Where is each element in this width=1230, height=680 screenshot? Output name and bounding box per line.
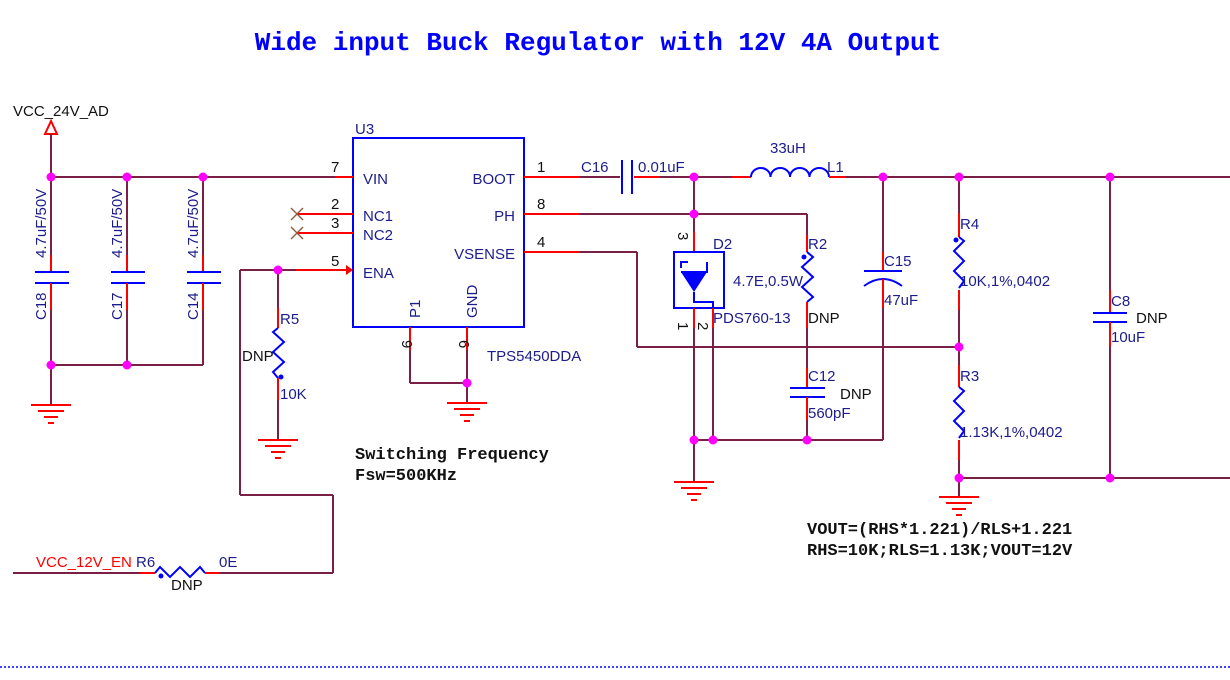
resistor-r2: R2 4.7E,0.5W DNP [733,214,840,368]
capacitor-c17: 4.7uF/50V C17 [109,177,145,365]
svg-text:DNP: DNP [1136,310,1168,327]
resistor-r4: R4 10K,1%,0402 [952,177,1050,347]
junction-dots [46,172,1115,483]
svg-text:5: 5 [331,253,339,270]
svg-text:10uF: 10uF [1111,329,1145,346]
svg-text:C14: C14 [185,292,202,320]
input-arrow-icon [346,265,353,275]
net-label-vcc-24v: VCC_24V_AD [13,103,109,120]
note-switching-frequency: Switching Frequency [355,446,549,465]
svg-text:C15: C15 [884,253,912,270]
svg-text:3: 3 [674,232,691,240]
capacitor-c18: 4.7uF/50V C18 [33,177,69,405]
svg-text:TPS5450DDA: TPS5450DDA [487,348,581,365]
svg-text:10K: 10K [280,386,307,403]
svg-text:ENA: ENA [363,265,394,282]
svg-text:2: 2 [331,196,339,213]
power-arrow-icon [43,118,59,135]
svg-text:C18: C18 [33,292,50,320]
svg-text:1: 1 [674,322,691,330]
output-stage: C16 0.01uF 33uH L1 D2 PDS760-13 3 1 2 [580,140,1230,516]
svg-text:L1: L1 [827,159,844,176]
svg-text:4: 4 [537,234,545,251]
svg-text:C8: C8 [1111,293,1130,310]
svg-text:DNP: DNP [808,310,840,327]
svg-text:0.01uF: 0.01uF [638,159,685,176]
no-connect-icon [290,207,304,240]
svg-text:7: 7 [331,159,339,176]
svg-text:P1: P1 [407,300,424,318]
net-label-vcc-12v-en: VCC_12V_EN [36,554,132,571]
capacitor-c15: C15 47uF [863,177,918,440]
resistor-r6: VCC_12V_EN R6 DNP 0E [13,554,333,594]
svg-text:560pF: 560pF [808,405,851,422]
svg-text:1.13K,1%,0402: 1.13K,1%,0402 [960,424,1063,441]
svg-text:C16: C16 [581,159,609,176]
svg-text:1: 1 [537,159,545,176]
input-capacitors: 4.7uF/50V C18 4.7uF/50V C17 4.7uF/50V C1… [30,177,221,424]
ground-icon [673,481,715,501]
svg-text:PH: PH [494,208,515,225]
ic-u3: U3 TPS5450DDA 7 VIN 2 NC1 3 NC2 5 ENA 1 … [290,121,581,422]
svg-text:PDS760-13: PDS760-13 [713,310,791,327]
svg-text:R6: R6 [136,554,155,571]
svg-text:BOOT: BOOT [472,171,515,188]
ground-icon [257,439,299,459]
svg-text:0E: 0E [219,554,237,571]
capacitor-c16: C16 0.01uF [580,159,732,194]
svg-text:C12: C12 [808,368,836,385]
note-vout-values: RHS=10K;RLS=1.13K;VOUT=12V [807,542,1073,561]
svg-text:NC2: NC2 [363,227,393,244]
svg-text:VIN: VIN [363,171,388,188]
capacitor-c12: C12 DNP 560pF [790,368,872,440]
enable-network: R5 DNP 10K VCC_12V_EN R6 DNP 0E [13,269,334,594]
diode-icon [681,272,707,292]
svg-text:D2: D2 [713,236,732,253]
svg-text:4.7uF/50V: 4.7uF/50V [33,189,50,258]
resistor-r5: R5 DNP 10K [242,270,307,459]
svg-text:33uH: 33uH [770,140,806,157]
svg-text:8: 8 [537,196,545,213]
ground-icon [30,404,72,424]
svg-text:DNP: DNP [242,348,274,365]
svg-text:R4: R4 [960,216,979,233]
svg-text:4.7uF/50V: 4.7uF/50V [185,189,202,258]
svg-text:R2: R2 [808,236,827,253]
svg-text:4.7E,0.5W: 4.7E,0.5W [733,273,804,290]
ground-icon [446,402,488,422]
inductor-l1: 33uH L1 [732,140,1230,178]
svg-text:10K,1%,0402: 10K,1%,0402 [960,273,1050,290]
note-vout-formula: VOUT=(RHS*1.221)/RLS+1.221 [807,521,1072,540]
resistor-r3: R3 1.13K,1%,0402 [938,347,1063,516]
svg-text:VSENSE: VSENSE [454,246,515,263]
svg-text:2: 2 [694,322,711,330]
capacitor-c8: C8 DNP 10uF [1093,177,1168,478]
svg-text:GND: GND [464,285,481,319]
svg-text:6: 6 [455,340,472,348]
svg-text:47uF: 47uF [884,292,918,309]
ground-icon [938,496,980,516]
svg-text:NC1: NC1 [363,208,393,225]
schematic-title: Wide input Buck Regulator with 12V 4A Ou… [255,28,942,58]
diode-d2: D2 PDS760-13 3 1 2 [673,177,791,501]
svg-text:4.7uF/50V: 4.7uF/50V [109,189,126,258]
svg-text:DNP: DNP [840,386,872,403]
svg-text:U3: U3 [355,121,374,138]
vcc-24v-port: VCC_24V_AD [13,103,109,177]
svg-text:R3: R3 [960,368,979,385]
capacitor-c14: 4.7uF/50V C14 [185,177,221,365]
svg-text:DNP: DNP [171,577,203,594]
svg-text:R5: R5 [280,311,299,328]
svg-text:C17: C17 [109,292,126,320]
svg-text:3: 3 [331,215,339,232]
svg-text:9: 9 [398,340,415,348]
note-fsw: Fsw=500KHz [355,467,457,486]
